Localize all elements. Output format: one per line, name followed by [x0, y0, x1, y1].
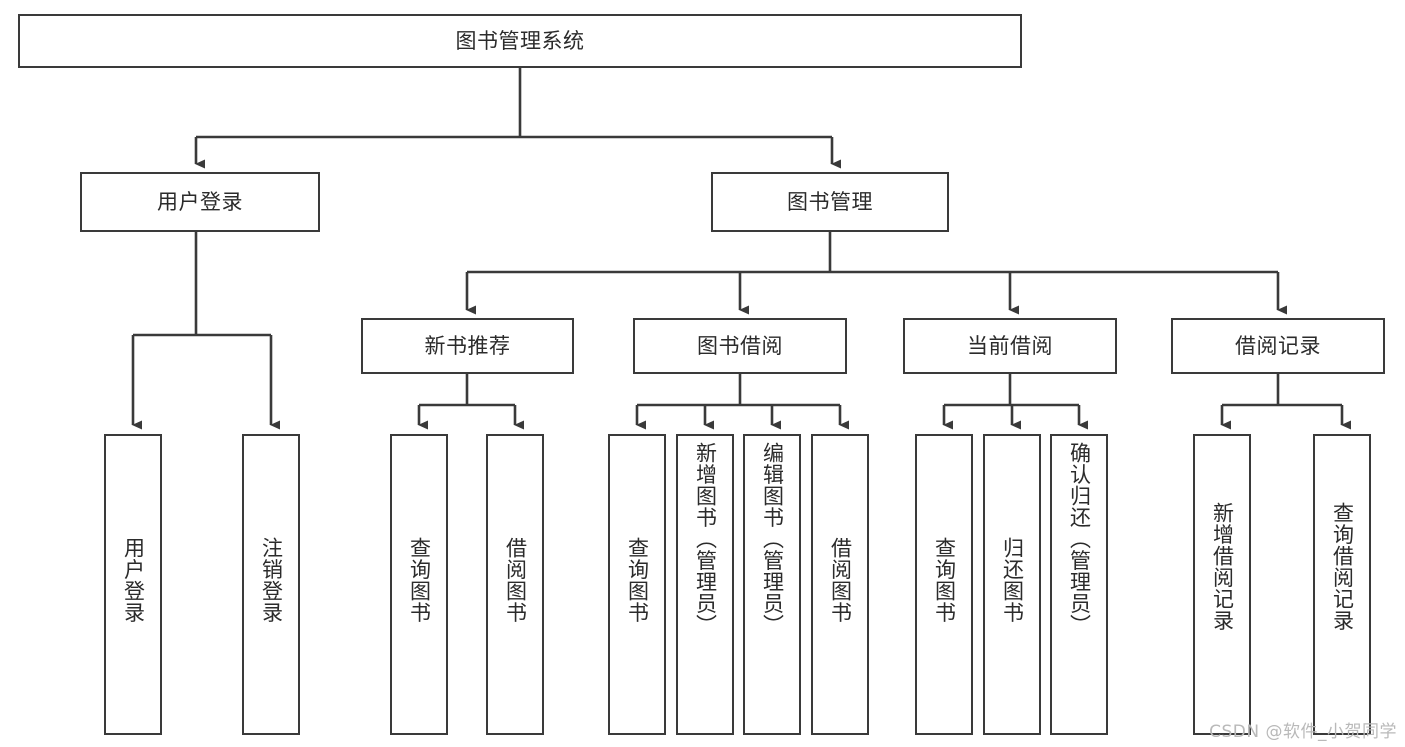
node-borrow-record[interactable]: 借阅记录: [1171, 318, 1385, 374]
node-book-management-label: 图书管理: [787, 189, 873, 214]
node-leaf-user-login[interactable]: 用户登录: [104, 434, 162, 735]
node-book-borrow[interactable]: 图书借阅: [633, 318, 847, 374]
node-leaf-query-borrow-record-label: 查询借阅记录: [1330, 502, 1355, 631]
node-leaf-logout-label: 注销登录: [259, 537, 284, 623]
node-leaf-confirm-return-label: 确认归还（管理员）: [1067, 442, 1092, 636]
node-leaf-add-borrow-record[interactable]: 新增借阅记录: [1193, 434, 1251, 735]
node-leaf-borrow-book-2-label: 借阅图书: [828, 537, 853, 623]
node-leaf-logout[interactable]: 注销登录: [242, 434, 300, 735]
node-leaf-return-book[interactable]: 归还图书: [983, 434, 1041, 735]
node-current-borrow-label: 当前借阅: [967, 333, 1053, 358]
node-leaf-query-book-1[interactable]: 查询图书: [390, 434, 448, 735]
node-leaf-query-borrow-record[interactable]: 查询借阅记录: [1313, 434, 1371, 735]
node-leaf-user-login-label: 用户登录: [121, 537, 146, 623]
node-user-login-label: 用户登录: [157, 189, 243, 214]
node-leaf-add-book[interactable]: 新增图书（管理员）: [676, 434, 734, 735]
node-user-login[interactable]: 用户登录: [80, 172, 320, 232]
node-root[interactable]: 图书管理系统: [18, 14, 1022, 68]
node-leaf-query-book-3[interactable]: 查询图书: [915, 434, 973, 735]
node-leaf-confirm-return[interactable]: 确认归还（管理员）: [1050, 434, 1108, 735]
node-leaf-query-book-2-label: 查询图书: [625, 537, 650, 623]
node-new-book-recommend-label: 新书推荐: [424, 333, 511, 358]
node-leaf-query-book-3-label: 查询图书: [932, 537, 957, 623]
node-leaf-edit-book-label: 编辑图书（管理员）: [760, 442, 785, 636]
node-leaf-borrow-book-2[interactable]: 借阅图书: [811, 434, 869, 735]
node-leaf-edit-book[interactable]: 编辑图书（管理员）: [743, 434, 801, 735]
node-leaf-add-book-label: 新增图书（管理员）: [693, 442, 718, 636]
node-leaf-query-book-1-label: 查询图书: [407, 537, 432, 623]
node-book-management[interactable]: 图书管理: [711, 172, 949, 232]
node-current-borrow[interactable]: 当前借阅: [903, 318, 1117, 374]
node-root-label: 图书管理系统: [455, 28, 585, 53]
node-leaf-return-book-label: 归还图书: [1000, 537, 1025, 623]
watermark-text: CSDN @软件_小贺同学: [1209, 722, 1397, 742]
node-leaf-add-borrow-record-label: 新增借阅记录: [1210, 502, 1235, 631]
node-leaf-borrow-book-1[interactable]: 借阅图书: [486, 434, 544, 735]
node-leaf-borrow-book-1-label: 借阅图书: [503, 537, 528, 623]
node-borrow-record-label: 借阅记录: [1235, 333, 1321, 358]
node-new-book-recommend[interactable]: 新书推荐: [361, 318, 574, 374]
node-book-borrow-label: 图书借阅: [697, 333, 783, 358]
node-leaf-query-book-2[interactable]: 查询图书: [608, 434, 666, 735]
